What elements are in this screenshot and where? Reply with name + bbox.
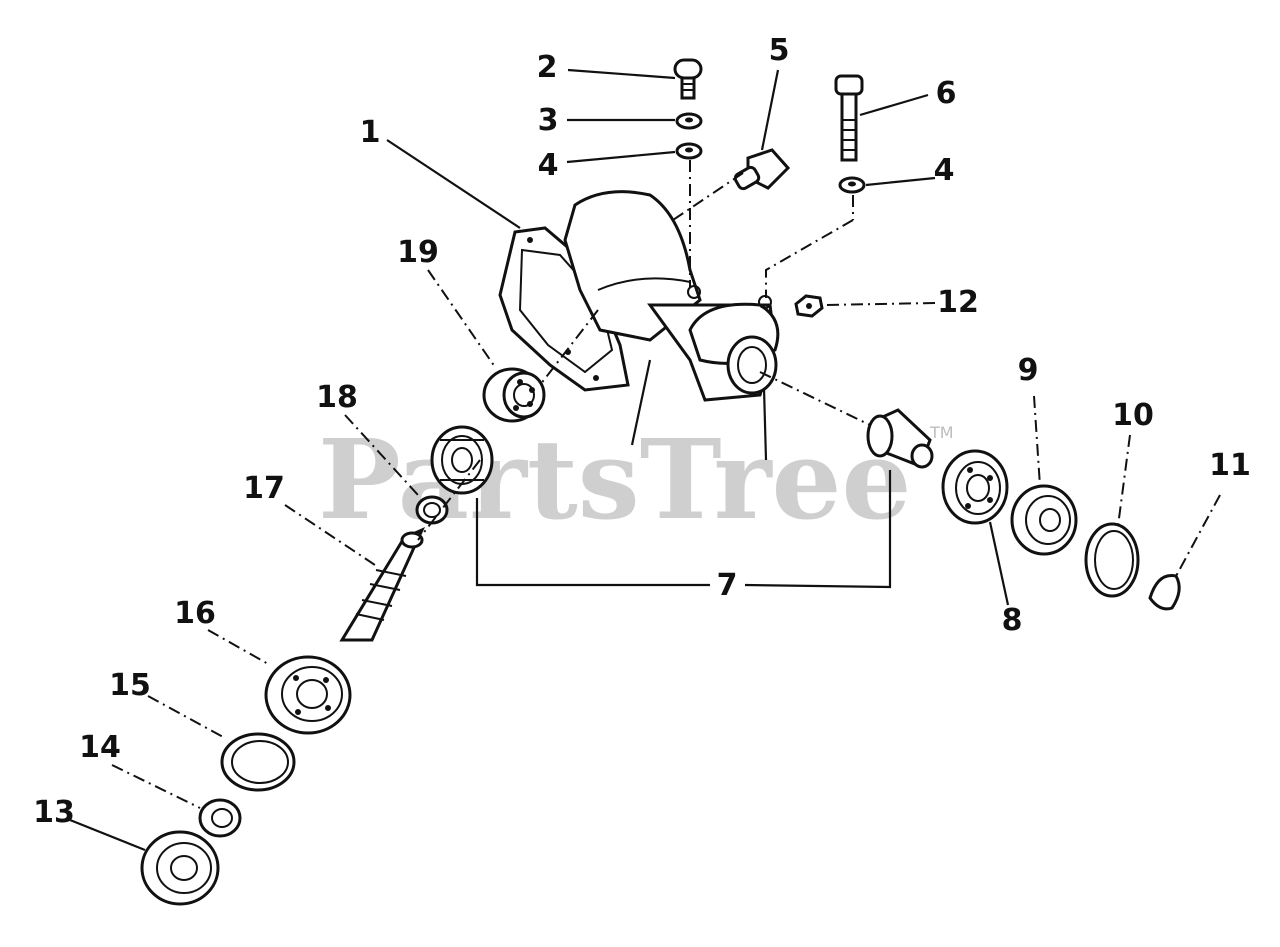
callout-8: 8 bbox=[1002, 603, 1023, 638]
callout-2: 2 bbox=[537, 50, 558, 85]
bearing-part-8 bbox=[941, 449, 1009, 525]
bearing-part-9 bbox=[1010, 484, 1078, 556]
callout-15: 15 bbox=[109, 668, 151, 703]
callout-16: 16 bbox=[174, 596, 216, 631]
clip-part-11 bbox=[1148, 573, 1181, 611]
callout-7: 7 bbox=[717, 568, 738, 603]
pinion-gear-part-7-right bbox=[866, 408, 934, 469]
callout-17: 17 bbox=[243, 471, 285, 506]
bevel-gear-part-7-left bbox=[430, 425, 494, 495]
gear-housing bbox=[498, 190, 780, 402]
watermark: PartsTree bbox=[318, 415, 912, 544]
callout-19: 19 bbox=[397, 235, 439, 270]
callout-14: 14 bbox=[79, 730, 121, 765]
spacer-ring-part-18 bbox=[415, 495, 449, 525]
callout-4-right: 4 bbox=[934, 153, 955, 188]
callout-4-left: 4 bbox=[538, 148, 559, 183]
bearing-part-19 bbox=[482, 367, 546, 423]
callout-10: 10 bbox=[1112, 398, 1154, 433]
callout-12: 12 bbox=[937, 285, 979, 320]
watermark-trademark: TM bbox=[929, 423, 954, 442]
callout-18: 18 bbox=[316, 380, 358, 415]
callout-5: 5 bbox=[769, 33, 790, 68]
callout-1: 1 bbox=[360, 115, 381, 150]
bearing-part-16 bbox=[264, 655, 352, 735]
callout-9: 9 bbox=[1018, 353, 1039, 388]
screw-part-2 bbox=[673, 58, 703, 100]
callout-13: 13 bbox=[33, 795, 75, 830]
bolt-part-6 bbox=[834, 74, 864, 162]
retaining-ring-part-10 bbox=[1084, 522, 1140, 598]
bushing-part-14 bbox=[198, 798, 242, 838]
drive-shaft-part-17 bbox=[339, 527, 425, 642]
callout-11: 11 bbox=[1209, 448, 1251, 483]
bearing-part-13 bbox=[140, 830, 220, 906]
callout-3: 3 bbox=[538, 103, 559, 138]
plug-part-5 bbox=[733, 148, 791, 191]
callout-6: 6 bbox=[936, 76, 957, 111]
